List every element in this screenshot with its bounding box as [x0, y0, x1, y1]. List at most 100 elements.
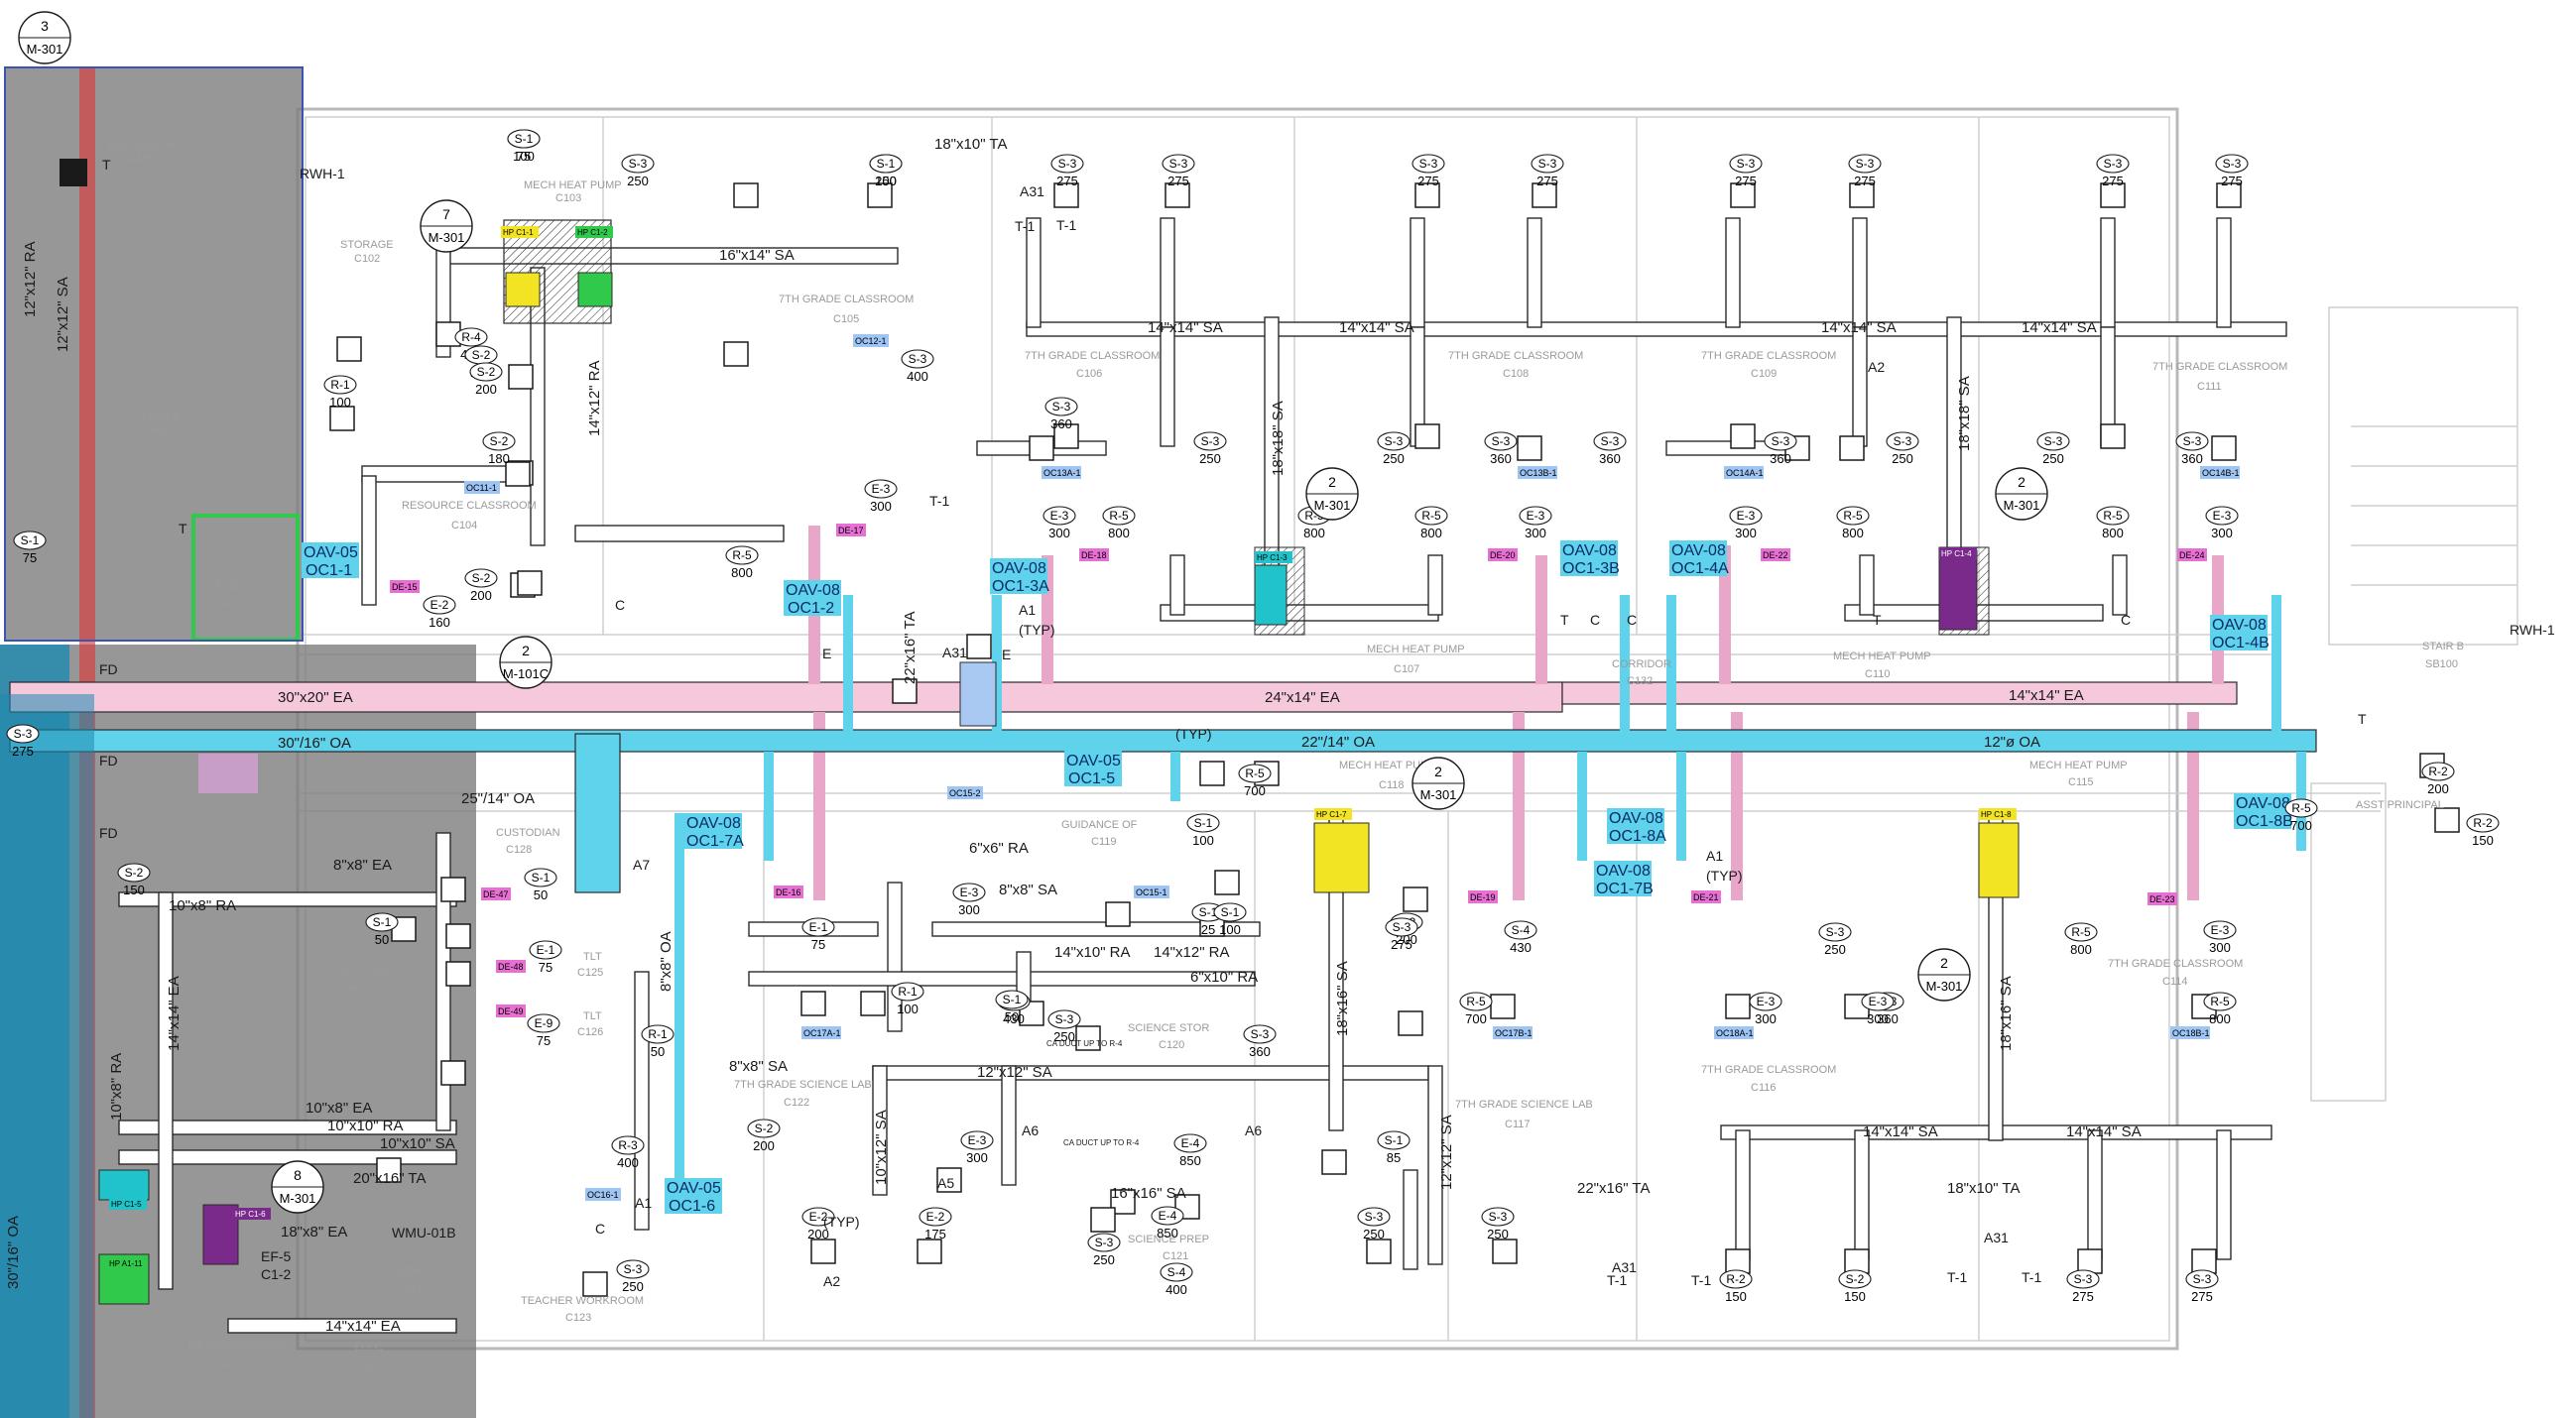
hp-tag: HP A1-11	[109, 1259, 143, 1268]
diffuser-type: E-3	[872, 482, 891, 496]
annotation-tag: T-1	[2022, 1269, 2041, 1285]
diffuser-cfm: 275	[1417, 174, 1439, 188]
de-tag: DE-47	[483, 889, 509, 899]
s1-callout	[959, 661, 997, 727]
oc-tag: OC15-1	[1136, 887, 1167, 897]
oav-unit-circuit: OC1-8B	[2236, 813, 2293, 830]
diffuser-cfm: 700	[1465, 1011, 1487, 1026]
oc-tag: OC18A-1	[1716, 1028, 1754, 1038]
diffuser-type: S-3	[1737, 157, 1756, 171]
oav-unit-id: OAV-08	[1671, 542, 1726, 559]
room-number: SB100	[2425, 658, 2458, 670]
duct-label: 12"ø OA	[1984, 734, 2040, 751]
diffuser-type: S-1	[877, 157, 896, 171]
diffuser-cfm: 50	[375, 932, 389, 947]
diffuser-cfm: 400	[907, 369, 928, 384]
device-tags: DE-15 DE-17 DE-18 DE-20 DE-22 DE-24 DE-1…	[107, 226, 2240, 1269]
oc-tag: OC12-1	[855, 336, 887, 346]
diffuser-tag: R-150	[641, 1024, 675, 1059]
diffuser-type: E-2	[926, 1210, 945, 1224]
room-name: TEACHER WORKROOM	[521, 1295, 644, 1307]
diffuser-cfm: 275	[1056, 174, 1078, 188]
diffuser-type: S-3	[1055, 1012, 1074, 1026]
oav-units: OAV-05 OC1-1 OAV-08 OC1-2 OAV-08 OC1-3A …	[302, 540, 2293, 1215]
annotation-tag: RWH-1	[2510, 622, 2555, 638]
duct-label: 25"/14" OA	[461, 790, 535, 807]
diffuser-type: R-4	[461, 330, 481, 344]
diffuser-type: S-2	[125, 866, 144, 880]
diffuser-cfm: 250	[1824, 942, 1846, 957]
diffuser-type: E-3	[2211, 923, 2230, 937]
diffuser-cfm: 275	[1536, 174, 1558, 188]
duct-label: 18"x10" TA	[934, 136, 1007, 153]
diffuser-type: E-3	[968, 1133, 987, 1147]
hp-tag: HP C1-4	[1941, 549, 1972, 558]
room-number: C131	[397, 1282, 423, 1294]
room-number: C103	[555, 192, 581, 204]
duct-label: 14"x14" EA	[325, 1318, 401, 1335]
diffuser-cfm: 100	[875, 174, 897, 188]
ductwork-network	[118, 217, 2287, 1334]
diffuser-cfm: 75	[811, 937, 825, 952]
duct-label: 18"x10" TA	[1947, 1180, 2020, 1197]
annotation-tag: A2	[823, 1273, 840, 1289]
oav-unit-id: OAV-08	[2212, 617, 2267, 634]
diffuser-cfm: 275	[2072, 1289, 2094, 1304]
section-sheet: M-301	[1314, 498, 1351, 513]
diffuser-cfm: 100	[1219, 922, 1241, 937]
diffuser-cfm: 300	[2209, 940, 2231, 955]
diffusers	[329, 182, 2460, 1297]
annotation-tag: A5	[937, 1175, 954, 1191]
annotation-tag: FD	[99, 825, 118, 841]
room-name: MECHANICAL	[107, 140, 179, 152]
section-number: 2	[1940, 955, 1948, 971]
duct-label: 24"x14" EA	[1265, 689, 1340, 706]
annotation-tag: C	[615, 597, 625, 613]
oc-tag: OC16-1	[587, 1190, 619, 1200]
diffuser-type: S-1	[532, 871, 551, 885]
room-number: C104	[451, 520, 477, 532]
duct-label: 8"x8" EA	[333, 857, 392, 874]
diffuser-type: R-5	[732, 548, 752, 562]
diffuser-cfm: 75	[537, 1033, 551, 1048]
diffuser-type: S-3	[1419, 157, 1438, 171]
oc-tag: OC14A-1	[1726, 468, 1764, 478]
diffuser-type: R-3	[618, 1138, 638, 1152]
de-tag: DE-22	[1763, 550, 1788, 560]
room-name: ASST PRINCIPAL	[2356, 799, 2444, 811]
diffuser-type: S-3	[1169, 157, 1188, 171]
diffuser-type: E-3	[1869, 995, 1888, 1008]
room-number: C125	[577, 967, 603, 979]
section-sheet: M-101C	[503, 666, 549, 681]
room-name: MECH HEAT PUMP	[1833, 650, 1931, 662]
oc-tag: OC17B-1	[1495, 1028, 1533, 1038]
section-bubble: 2M-301	[1917, 948, 1971, 1002]
diffuser-type: S-3	[909, 352, 927, 366]
diffuser-cfm: 360	[1050, 416, 1072, 431]
diffuser-type: S-3	[2183, 434, 2202, 448]
duct-label: 6"x10" RA	[1190, 969, 1258, 986]
diffuser-cfm: 250	[627, 174, 649, 188]
diffuser-cfm: 300	[1048, 526, 1070, 540]
diffuser-cfm: 200	[807, 1227, 829, 1241]
oav-unit-id: OAV-08	[786, 582, 840, 599]
diffuser-type: S-2	[490, 434, 509, 448]
diffuser-cfm: 250	[1487, 1227, 1509, 1241]
section-number: 7	[442, 206, 450, 222]
duct-label: 16"x14" SA	[719, 247, 795, 264]
diffuser-type: R-2	[1726, 1272, 1746, 1286]
